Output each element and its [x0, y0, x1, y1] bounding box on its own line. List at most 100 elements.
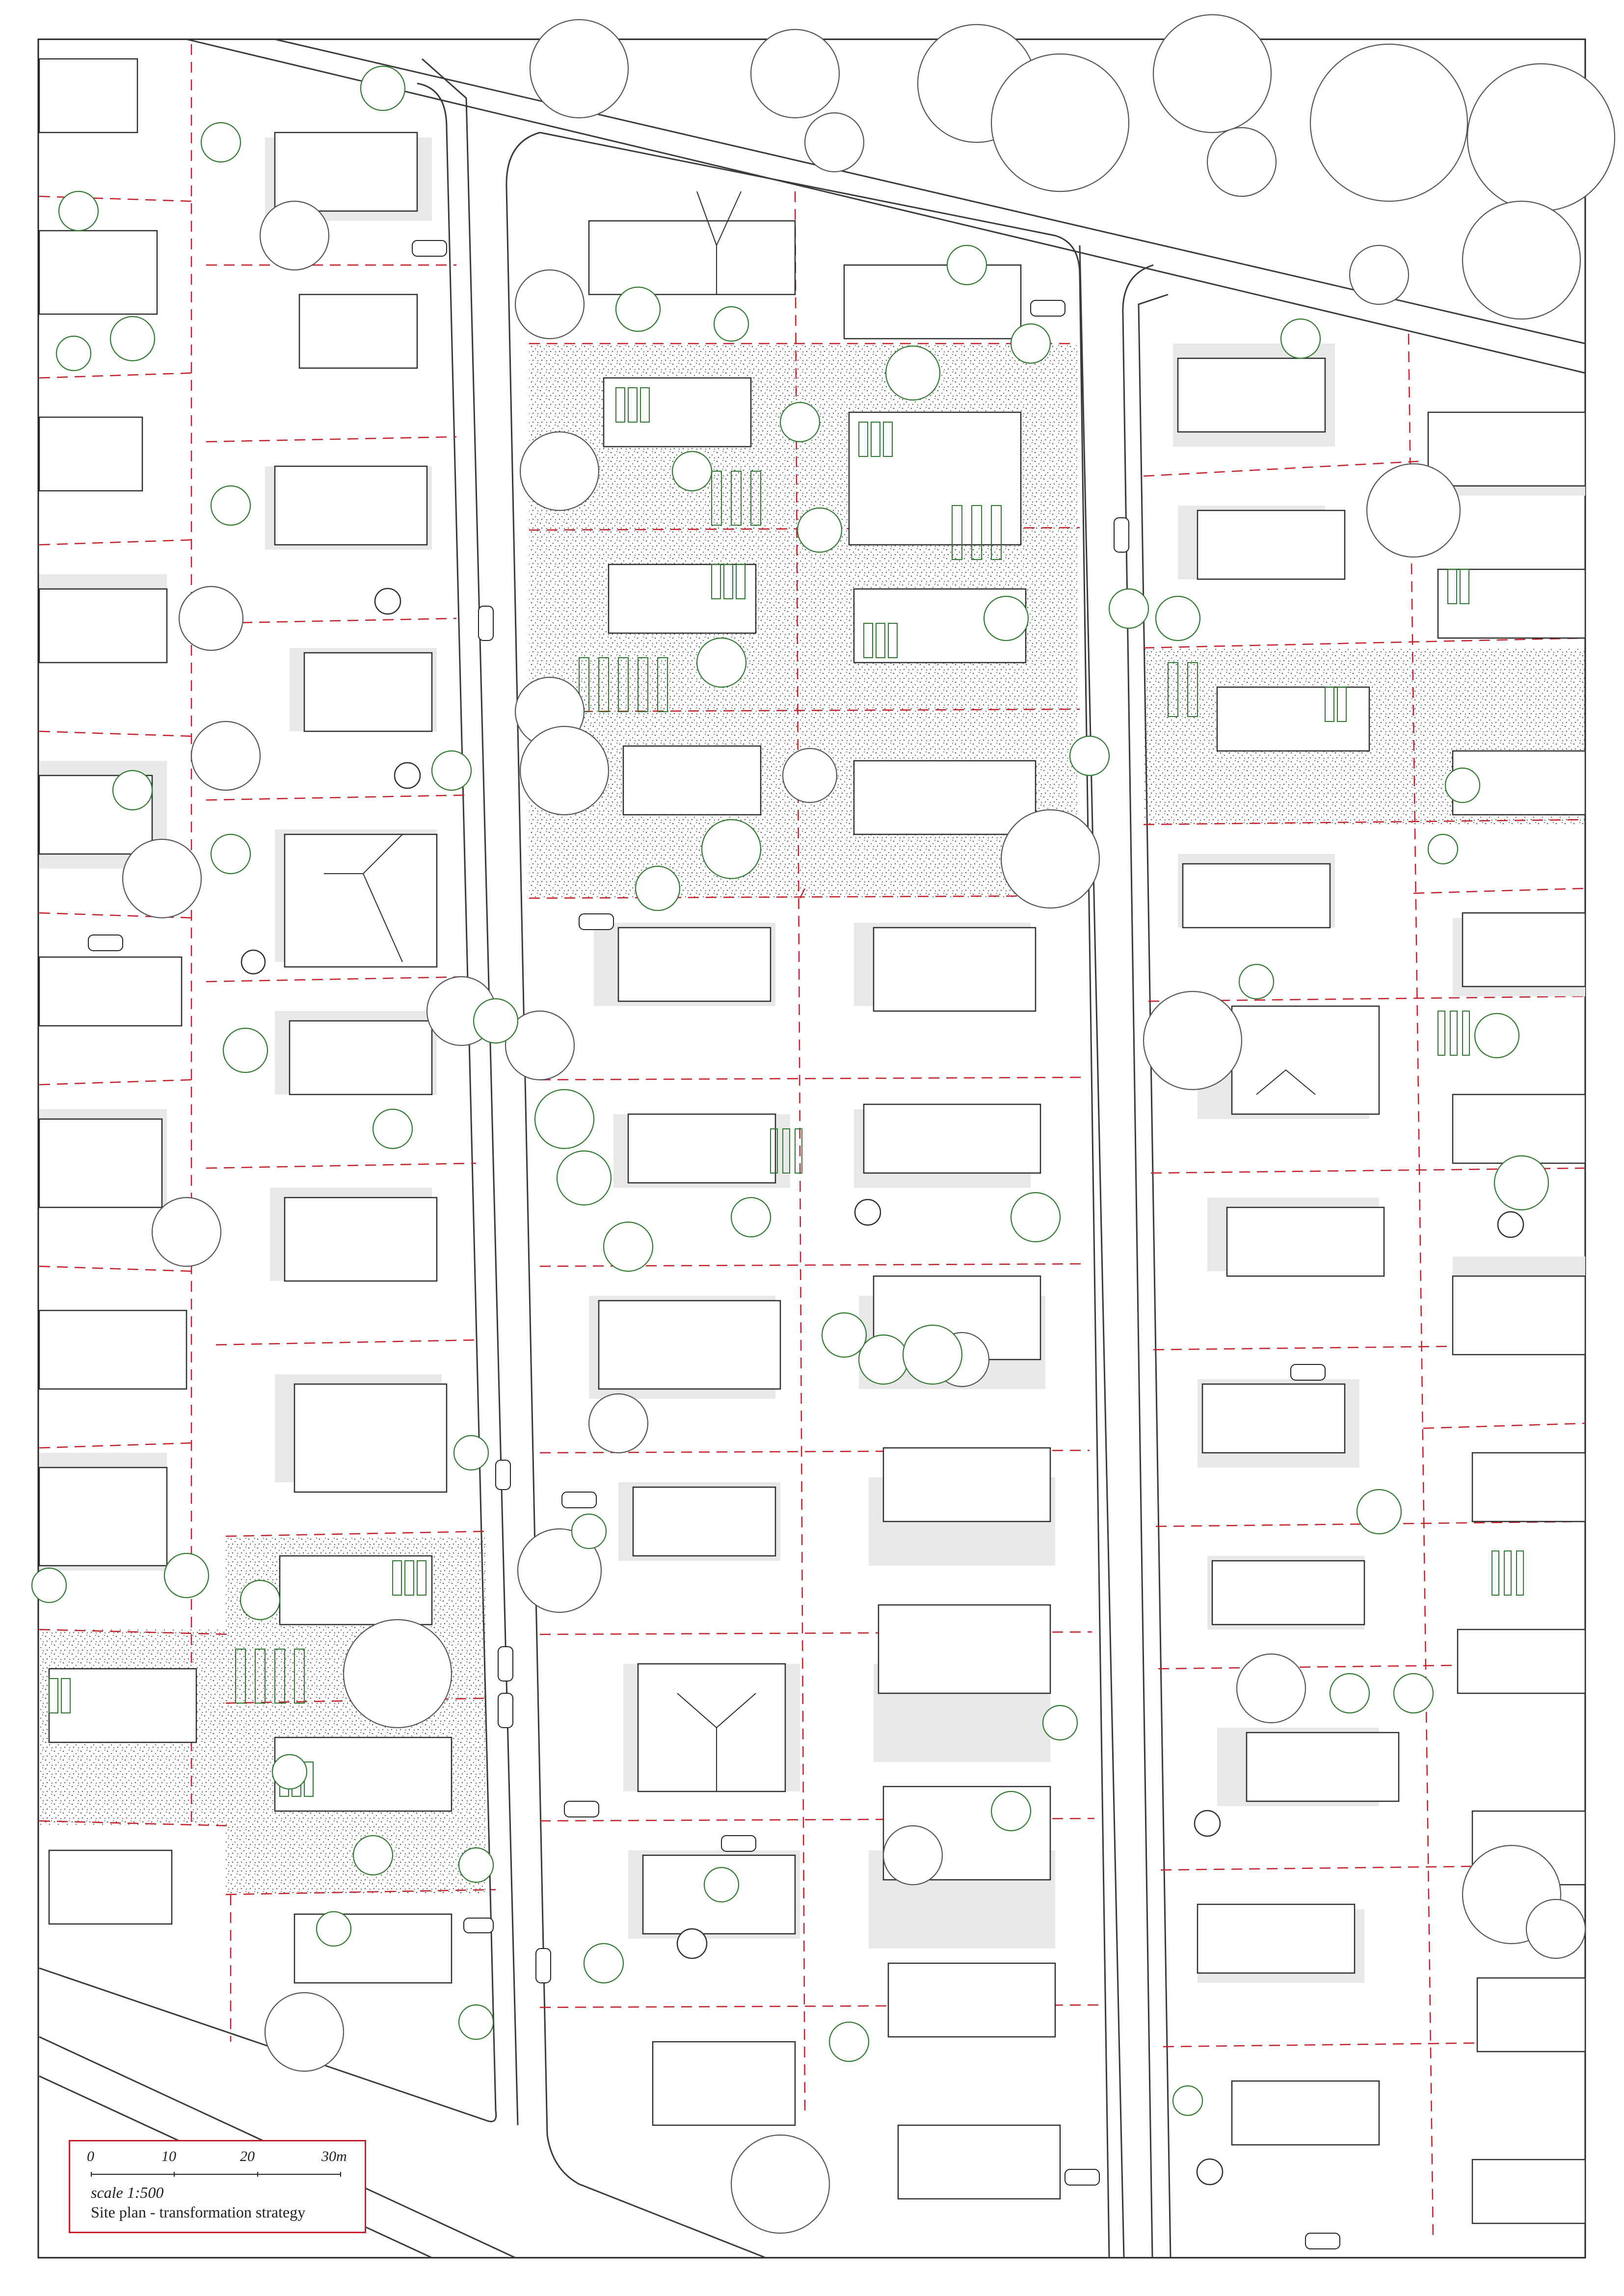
scale-tick-30m: 30m: [321, 2148, 347, 2164]
tree: [804, 112, 865, 173]
car: [564, 1801, 599, 1817]
trees: [122, 14, 1616, 2234]
scale-tick-0: 0: [87, 2148, 94, 2164]
tree: [122, 838, 202, 919]
building: [274, 132, 418, 212]
car: [561, 1492, 597, 1508]
building: [1471, 1452, 1586, 1522]
building: [848, 411, 1022, 546]
building: [38, 1309, 187, 1390]
car: [1030, 300, 1065, 317]
building: [274, 465, 428, 546]
street-west-inner: [422, 58, 519, 2126]
building: [1452, 1094, 1586, 1164]
building: [48, 1849, 173, 1925]
street-central-east-outer: [1079, 245, 1125, 2258]
building: [1452, 1275, 1586, 1356]
tree: [178, 586, 244, 651]
lot-line: [1408, 333, 1586, 2239]
tree: [1152, 14, 1272, 133]
building: [1226, 1206, 1385, 1277]
building: [1177, 357, 1326, 433]
car: [535, 1948, 551, 1983]
scale-tick-20: 20: [240, 2148, 255, 2164]
building: [1211, 1560, 1365, 1626]
lot-line: [794, 191, 808, 2111]
building: [279, 1555, 433, 1626]
tree: [1206, 127, 1277, 197]
tree: [190, 721, 261, 791]
scale-bar: [91, 2172, 341, 2177]
building: [1231, 1005, 1380, 1115]
tree: [1366, 463, 1461, 558]
car: [1065, 2169, 1100, 2186]
building: [38, 956, 183, 1027]
tree: [151, 1197, 222, 1267]
car: [498, 1646, 513, 1682]
building: [1216, 686, 1370, 752]
tree: [517, 1528, 602, 1613]
building: [1476, 1977, 1586, 2053]
tree: [529, 19, 629, 119]
street-west: [39, 82, 497, 2122]
tree: [1143, 990, 1243, 1091]
tree: [519, 431, 600, 511]
cars: [88, 240, 1340, 2249]
tree: [343, 1619, 453, 1729]
building: [284, 833, 438, 968]
building-roof-ridges: [696, 191, 742, 294]
building: [1201, 1383, 1346, 1454]
tree: [259, 200, 330, 271]
legend-box: 0 10 20 30m scale 1:500 Site plan - tran…: [69, 2140, 366, 2233]
building: [627, 1113, 776, 1184]
tree: [782, 748, 838, 803]
diagonal-road-north: [186, 38, 1586, 374]
tree: [264, 1992, 345, 2072]
building: [293, 1383, 448, 1493]
building: [652, 2041, 796, 2126]
building: [1427, 411, 1586, 487]
building: [853, 760, 1037, 835]
tree: [1466, 63, 1616, 212]
tree: [1462, 200, 1581, 320]
street-central-west: [506, 132, 766, 2259]
building: [632, 1486, 776, 1557]
building: [887, 1962, 1056, 2038]
tree: [1236, 1653, 1306, 1724]
building: [622, 745, 762, 816]
tree: [1525, 1898, 1586, 1959]
building: [38, 230, 158, 315]
building: [873, 927, 1037, 1012]
building: [882, 1447, 1051, 1522]
building: [1471, 2159, 1586, 2224]
tree: [882, 1825, 943, 1886]
building: [38, 1118, 163, 1208]
lot-line: [39, 195, 231, 1827]
car: [1305, 2233, 1340, 2249]
round-features: [240, 587, 1524, 2186]
car: [498, 1693, 513, 1728]
street-east: [1122, 264, 1154, 2258]
building: [1197, 509, 1346, 580]
tree: [750, 28, 840, 119]
building: [38, 588, 168, 664]
buildings: [38, 58, 1586, 2224]
building: [863, 1103, 1041, 1174]
building: [1462, 912, 1586, 988]
car: [1114, 517, 1129, 553]
tree: [1000, 809, 1100, 909]
building-roof-ridges: [1256, 1069, 1316, 1095]
building: [598, 1300, 781, 1390]
building: [603, 377, 752, 448]
tree: [519, 725, 610, 816]
building: [878, 1604, 1051, 1694]
tree: [514, 269, 585, 340]
car: [463, 1918, 494, 1933]
building: [1182, 863, 1331, 929]
building: [1457, 1629, 1586, 1694]
building: [38, 416, 143, 492]
building: [843, 264, 1022, 340]
building: [1197, 1903, 1356, 1974]
car: [1290, 1364, 1326, 1381]
